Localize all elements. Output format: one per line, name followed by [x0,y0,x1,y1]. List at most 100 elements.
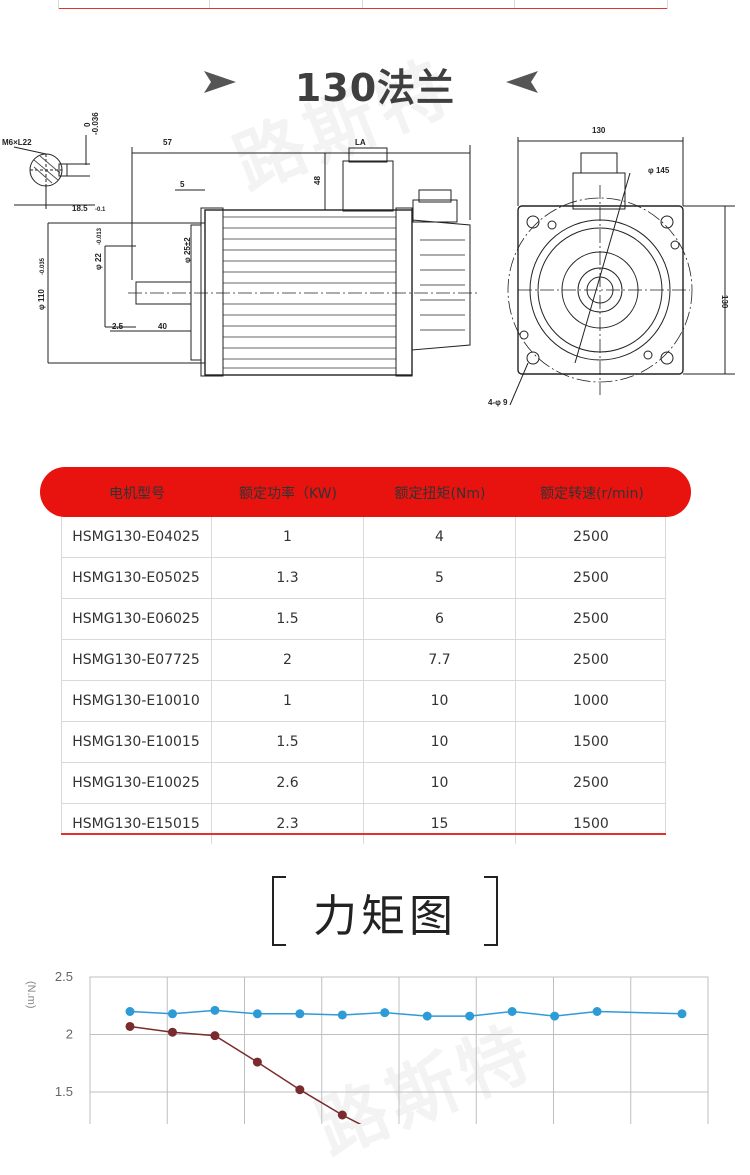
chart-y-tick-label: 2.5 [55,969,73,984]
spec-table-header: 电机型号 额定功率（KW) 额定扭矩(Nm) 额定转速(r/min) [40,467,691,517]
cell-torque: 15 [364,804,516,844]
chart-ylabel: (N.m) [25,981,37,1009]
drawing-label-thread: M6×L22 [2,138,32,147]
header-model: 电机型号 [109,486,165,502]
cell-speed: 2500 [573,570,609,586]
header-power: 额定功率（KW) [239,486,337,502]
drawing-label-pcd-145: φ 145 [648,166,670,175]
cell-model: HSMG130-E15015 [61,804,212,844]
chart-point-series-2 [210,1031,220,1041]
cell-power: 2 [212,640,364,680]
cell-torque: 10 [364,763,516,803]
drawing-label-dia-22: φ 22 [94,253,103,270]
chart-grid [89,976,709,1124]
arrow-left-icon [506,71,538,93]
chart-point-series-1 [550,1011,560,1021]
flange-title-text: 130法兰 [294,66,456,110]
cell-model: HSMG130-E10010 [61,681,212,721]
table-bottom-rule [61,833,666,835]
drawing-label-57: 57 [163,138,172,147]
cell-torque: 10 [364,722,516,762]
header-speed: 额定转速(r/min) [540,486,644,502]
cell-power: 1 [212,681,364,721]
cell-model: HSMG130-E10025 [61,763,212,803]
drawing-label-18-5-tol: -0.1 [95,207,106,213]
cell-power: 1 [212,517,364,557]
flange-section-title: 130法兰 [0,55,750,110]
chart-point-series-2 [125,1021,135,1031]
drawing-label-shaft-tol-bottom: -0.036 [91,112,100,135]
table-row: HSMG130-E04025 1 4 2500 [61,517,666,558]
drawing-label-2-5: 2.5 [112,322,124,331]
drawing-label-dia-22-tol: -0.013 [97,227,103,245]
cell-speed: 2500 [573,652,609,668]
torque-title-text: 力矩图 [313,891,457,942]
table-row: HSMG130-E10025 2.6 10 2500 [61,763,666,804]
chart-point-series-1 [507,1007,517,1016]
cell-model: HSMG130-E07725 [61,640,212,680]
cell-speed: 1000 [573,693,609,709]
chart-y-tick-label: 2 [66,1027,73,1042]
chart-series-line-2 [129,1025,362,1124]
table-row: HSMG130-E07725 2 7.7 2500 [61,640,666,681]
drawing-label-holes: 4-φ 9 [488,398,508,407]
drawing-label-40: 40 [158,322,167,331]
previous-table-remnant [58,0,668,9]
cell-model: HSMG130-E10015 [61,722,212,762]
torque-chart: (N.m) 2.521.51 [25,969,709,1124]
chart-point-series-1 [252,1009,262,1019]
chart-point-series-1 [422,1011,432,1021]
chart-point-series-2 [337,1110,347,1120]
chart-y-ticks: 2.521.51 [55,969,708,1099]
drawing-label-front-130-side: 130 [720,295,729,309]
chart-series [125,1005,687,1124]
cell-torque: 5 [364,558,516,598]
chart-point-series-1 [380,1008,390,1018]
cell-speed: 1500 [573,734,609,750]
cell-speed: 1500 [573,816,609,832]
drawing-label-5: 5 [180,180,185,189]
cell-torque: 6 [364,599,516,639]
chart-point-series-1 [677,1009,687,1019]
chart-point-series-1 [592,1007,602,1016]
drawing-label-48: 48 [313,176,322,185]
right-bracket [484,876,498,946]
chart-point-series-1 [167,1009,177,1019]
cell-model: HSMG130-E04025 [61,517,212,557]
cell-power: 1.5 [212,599,364,639]
chart-point-series-1 [125,1007,135,1016]
header-torque: 额定扭矩(Nm) [394,486,486,502]
chart-point-series-1 [210,1005,220,1015]
drawing-label-shaft-tol-top: 0 [83,122,92,127]
table-row: HSMG130-E06025 1.5 6 2500 [61,599,666,640]
cell-speed: 2500 [573,611,609,627]
drawing-label-dia-25: φ 25±2 [183,237,192,263]
chart-point-series-1 [337,1010,347,1020]
cell-power: 1.5 [212,722,364,762]
chart-point-series-1 [295,1009,305,1019]
motor-dimension-drawing: M6×L22 0 -0.036 57 LA 5 48 18.5 -0.1 φ 1… [2,112,735,407]
left-bracket [272,876,286,946]
cell-torque: 10 [364,681,516,721]
drawing-label-dia-110-tol: -0.035 [40,257,46,275]
chart-y-tick-label: 1.5 [55,1084,73,1099]
drawing-label-18-5: 18.5 [72,204,88,213]
table-row: HSMG130-E10015 1.5 10 1500 [61,722,666,763]
drawing-label-dia-110: φ 110 [37,289,46,310]
chart-point-series-2 [252,1057,262,1067]
cell-model: HSMG130-E05025 [61,558,212,598]
chart-point-series-2 [295,1085,305,1095]
table-row: HSMG130-E05025 1.3 5 2500 [61,558,666,599]
table-row: HSMG130-E10010 1 10 1000 [61,681,666,722]
cell-power: 2.6 [212,763,364,803]
drawing-label-la: LA [355,138,366,147]
cell-power: 1.3 [212,558,364,598]
spec-table-frame [61,517,666,834]
table-row: HSMG130-E15015 2.3 15 1500 [61,804,666,844]
cell-torque: 7.7 [364,640,516,680]
cell-model: HSMG130-E06025 [61,599,212,639]
torque-section-title: 力矩图 [0,872,750,948]
cell-speed: 2500 [573,775,609,791]
cell-speed: 2500 [573,529,609,545]
chart-point-series-2 [167,1027,177,1037]
